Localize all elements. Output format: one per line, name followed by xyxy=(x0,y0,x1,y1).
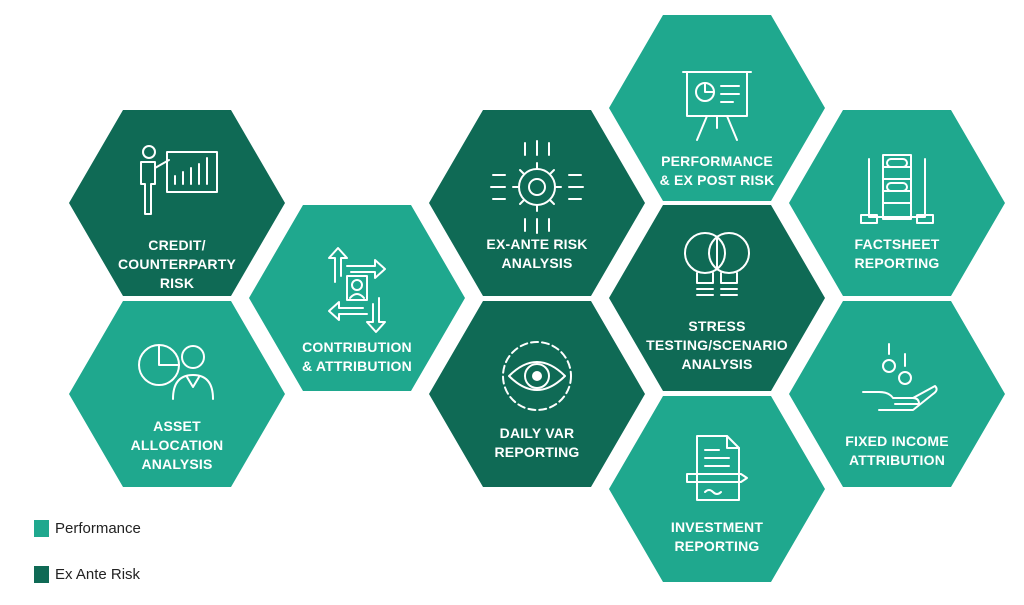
hexagon-fixed-label-line: ATTRIBUTION xyxy=(849,452,945,468)
gear-network-icon xyxy=(490,140,584,234)
twin-lightbulbs-icon xyxy=(684,232,750,296)
hexagon-investment-shape xyxy=(609,396,825,582)
hexagon-stress: STRESS TESTING/SCENARIO ANALYSIS xyxy=(609,205,825,391)
hexagon-contribution-shape xyxy=(249,205,465,391)
hexagon-asset-label-line: ALLOCATION xyxy=(131,437,224,453)
hexagon-stress-label-line: STRESS xyxy=(688,318,745,334)
hexagon-investment: INVESTMENT REPORTING xyxy=(609,396,825,582)
hexagon-var-shape xyxy=(429,301,645,487)
legend-label-performance: Performance xyxy=(55,520,141,537)
hexagon-performance: PERFORMANCE & EX POST RISK xyxy=(609,15,825,201)
person-pie-chart-icon xyxy=(138,344,214,400)
hexagon-credit-label-line: COUNTERPARTY xyxy=(118,256,236,272)
hexagon-credit-label-line: CREDIT/ xyxy=(148,237,205,253)
user-cycle-arrows-icon xyxy=(328,247,386,333)
legend-label-ex-ante-risk: Ex Ante Risk xyxy=(55,566,141,583)
hexagon-contribution: CONTRIBUTION & ATTRIBUTION xyxy=(249,205,465,391)
legend-item-performance: Performance xyxy=(34,520,141,537)
hexagon-stress-label-line: ANALYSIS xyxy=(681,356,752,372)
hexagon-stress-shape xyxy=(609,205,825,391)
hexagon-contribution-label-line: & ATTRIBUTION xyxy=(302,358,412,374)
legend-swatch-performance xyxy=(34,520,49,537)
flowchart-icon xyxy=(860,154,934,224)
hexagon-performance-shape xyxy=(609,15,825,201)
hexagon-factsheet-label-line: REPORTING xyxy=(854,255,939,271)
hexagon-asset-label-line: ANALYSIS xyxy=(141,456,212,472)
hexagon-asset: ASSET ALLOCATION ANALYSIS xyxy=(69,301,285,487)
hexagon-var-label-line: DAILY VAR xyxy=(500,425,575,441)
legend-item-ex-ante-risk: Ex Ante Risk xyxy=(34,566,140,583)
presentation-board-icon xyxy=(682,71,752,141)
hexagon-investment-label-line: REPORTING xyxy=(674,538,759,554)
hexagon-exante-shape xyxy=(429,110,645,296)
hand-coins-icon xyxy=(862,343,938,411)
hexagon-factsheet-label-line: FACTSHEET xyxy=(854,236,939,252)
hexagon-stress-label-line: TESTING/SCENARIO xyxy=(646,337,788,353)
hexagon-asset-label-line: ASSET xyxy=(153,418,201,434)
hexagon-exante: EX-ANTE RISK ANALYSIS xyxy=(429,110,645,296)
presenter-chart-icon xyxy=(140,145,218,215)
hexagon-factsheet: FACTSHEET REPORTING xyxy=(789,110,1005,296)
document-pen-icon xyxy=(686,435,748,501)
hexagon-performance-label-line: & EX POST RISK xyxy=(660,172,775,188)
hexagon-credit-label-line: RISK xyxy=(160,275,194,291)
hexagon-fixed-shape xyxy=(789,301,1005,487)
hexagon-asset-shape xyxy=(69,301,285,487)
legend-swatch-ex-ante-risk xyxy=(34,566,49,583)
hexagon-fixed-label-line: FIXED INCOME xyxy=(845,433,949,449)
hexagon-performance-label-line: PERFORMANCE xyxy=(661,153,773,169)
hexagon-contribution-label-line: CONTRIBUTION xyxy=(302,339,412,355)
hexagon-credit: CREDIT/COUNTERPARTY RISK xyxy=(69,110,285,296)
hexagon-credit-shape xyxy=(69,110,285,296)
hexagon-exante-label-line: EX-ANTE RISK xyxy=(486,236,587,252)
hexagon-fixed: FIXED INCOME ATTRIBUTION xyxy=(789,301,1005,487)
hexagon-var-label-line: REPORTING xyxy=(494,444,579,460)
hexagon-investment-label-line: INVESTMENT xyxy=(671,519,763,535)
eye-gear-icon xyxy=(502,341,572,411)
hexagon-var: DAILY VAR REPORTING xyxy=(429,301,645,487)
hexagon-exante-label-line: ANALYSIS xyxy=(501,255,572,271)
